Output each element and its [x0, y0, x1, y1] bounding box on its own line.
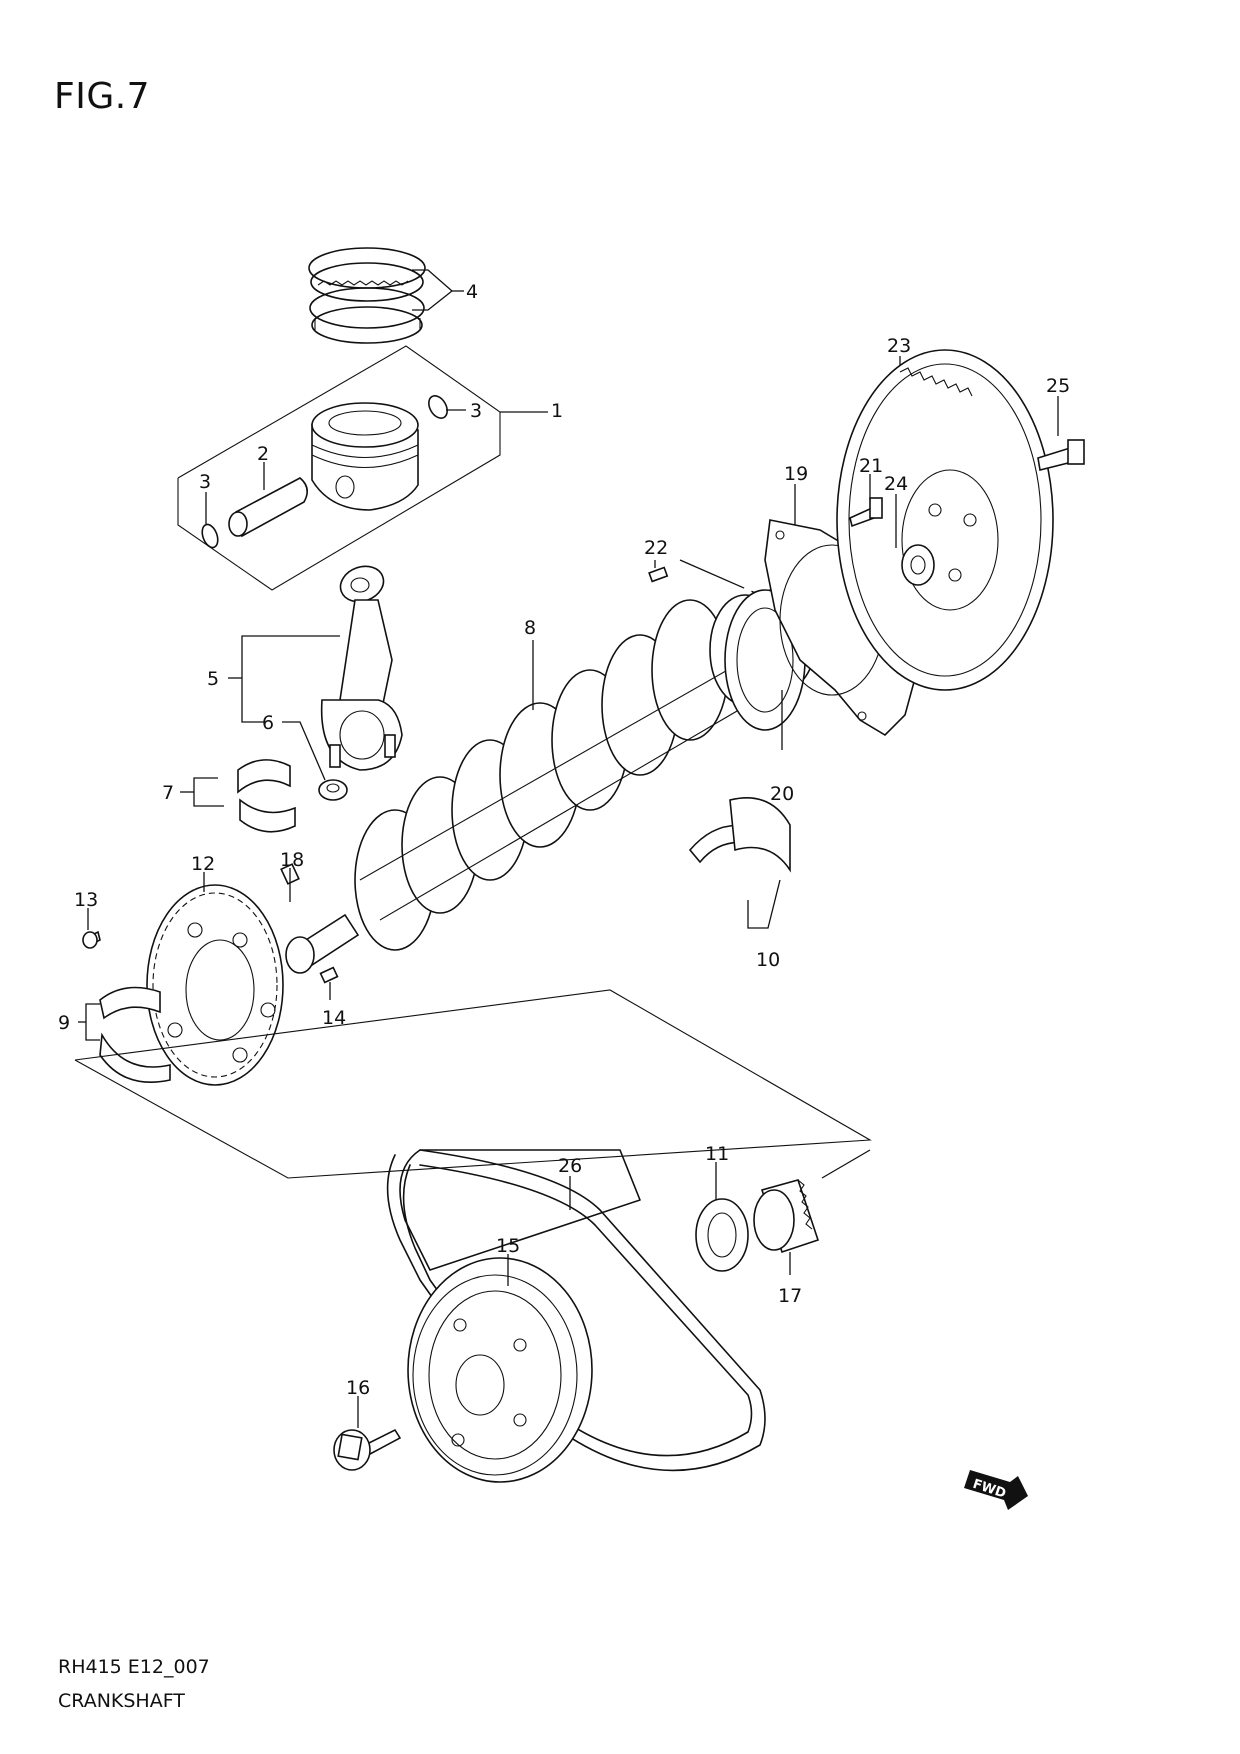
callout-15: 15 — [496, 1235, 520, 1257]
callout-5: 5 — [207, 668, 219, 690]
callout-17: 17 — [778, 1285, 802, 1307]
callout-6: 6 — [262, 712, 274, 734]
callout-18: 18 — [280, 849, 304, 871]
crankshaft-key — [319, 966, 339, 984]
piston-ring-set — [308, 247, 426, 344]
connecting-rod — [320, 565, 403, 771]
flywheel-bolt — [1037, 439, 1085, 471]
crankshaft-pulley — [407, 1257, 593, 1483]
conrod-bearing-set — [237, 759, 296, 833]
callout-labels: 4 3 1 2 3 5 6 7 8 9 10 11 — [58, 269, 1070, 1428]
piston — [311, 402, 419, 511]
dowel-pin — [648, 566, 669, 583]
dowel-pin-guide — [679, 559, 761, 596]
callout-12: 12 — [191, 853, 215, 875]
callout-10: 10 — [756, 949, 780, 971]
callout-11: 11 — [705, 1143, 729, 1165]
callout-3-left: 3 — [199, 471, 211, 493]
crank-timing-gear — [753, 1179, 820, 1254]
callout-9: 9 — [58, 1012, 70, 1034]
crank-timing-sprocket — [146, 884, 284, 1086]
front-assembly-frame — [74, 989, 872, 1179]
callout-16: 16 — [346, 1377, 370, 1399]
callout-19: 19 — [784, 463, 808, 485]
callout-22: 22 — [644, 537, 668, 559]
timing-sprocket-screw — [82, 930, 101, 949]
callout-2: 2 — [257, 443, 269, 465]
connecting-rod-nut — [318, 779, 348, 801]
figure-title: FIG.7 — [54, 76, 151, 117]
callout-4: 4 — [466, 281, 478, 303]
fwd-arrow-icon: FWD — [964, 1470, 1028, 1510]
callout-3-right: 3 — [470, 400, 482, 422]
timing-gear-guide — [821, 1149, 871, 1179]
figure-code: RH415 E12_007 — [58, 1656, 210, 1678]
callout-26: 26 — [558, 1155, 582, 1177]
main-bearing-lower — [729, 796, 791, 873]
thrust-bearing-set — [99, 986, 171, 1083]
piston-pin-circlip-left — [201, 523, 219, 549]
figure-name: CRANKSHAFT — [58, 1690, 185, 1712]
oil-seal-housing-bolt — [849, 497, 883, 528]
pulley-bolt — [333, 1428, 402, 1471]
flywheel — [836, 349, 1054, 691]
callout-8: 8 — [524, 617, 536, 639]
piston-pin-circlip-right — [428, 395, 448, 419]
piston-pin — [228, 477, 308, 538]
callout-23: 23 — [887, 335, 911, 357]
callout-25: 25 — [1046, 375, 1070, 397]
callout-21: 21 — [859, 455, 883, 477]
callout-7: 7 — [162, 782, 174, 804]
callout-20: 20 — [770, 783, 794, 805]
callout-24: 24 — [884, 473, 908, 495]
callout-13: 13 — [74, 889, 98, 911]
drive-belt — [386, 1149, 766, 1472]
piston-assembly-frame — [177, 345, 501, 591]
front-oil-seal — [695, 1198, 749, 1272]
callout-1: 1 — [551, 400, 563, 422]
flywheel-pilot-bearing — [901, 544, 935, 586]
callout-14: 14 — [322, 1007, 346, 1029]
